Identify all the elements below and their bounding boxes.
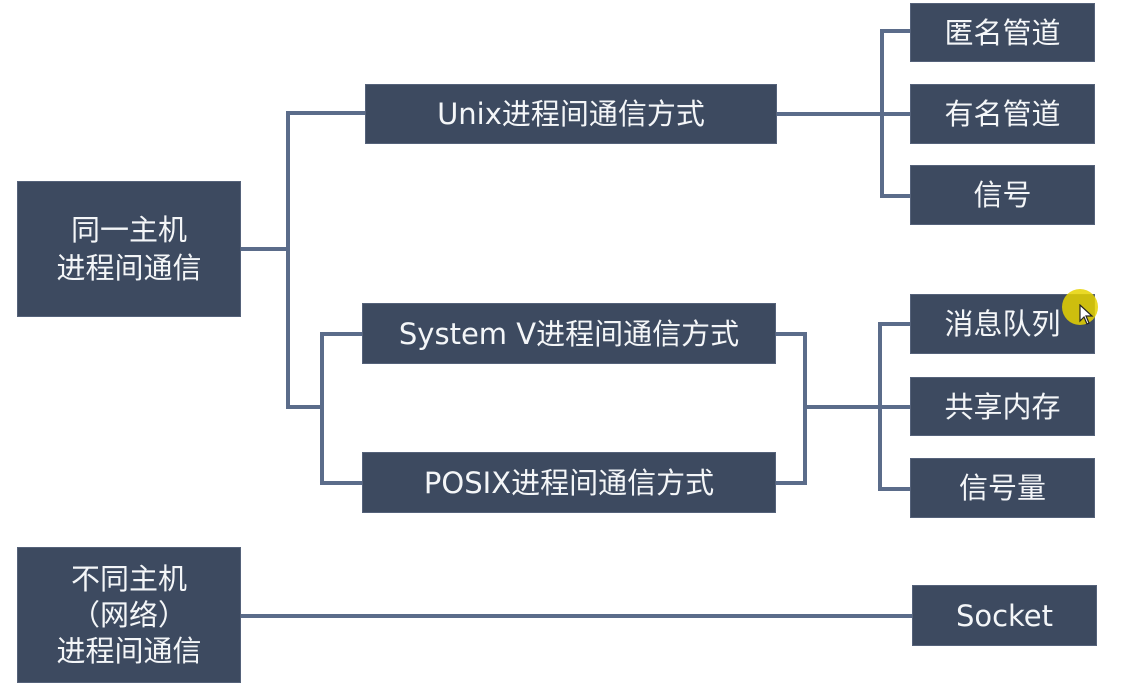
node-semaphore: 信号量 <box>910 458 1095 518</box>
connector-to-msg-queue <box>878 322 911 326</box>
connector-to-signal <box>880 194 911 198</box>
node-shared-memory: 共享内存 <box>910 377 1095 436</box>
connector-diff-host-to-socket <box>241 614 913 618</box>
node-named-pipe: 有名管道 <box>910 84 1095 144</box>
connector-to-posix <box>320 481 363 485</box>
mouse-pointer-icon <box>1079 304 1094 325</box>
connector-to-unix <box>286 111 366 115</box>
connector-systemv-out <box>776 332 807 336</box>
connector-unix-out <box>777 112 884 116</box>
node-posix-ipc: POSIX进程间通信方式 <box>362 452 776 513</box>
node-same-host-ipc: 同一主机 进程间通信 <box>17 181 241 317</box>
node-systemv-ipc: System V进程间通信方式 <box>362 303 776 364</box>
node-unix-ipc: Unix进程间通信方式 <box>365 84 777 144</box>
connector-to-sysv-posix-group <box>286 405 324 409</box>
connector-posix-out <box>776 481 807 485</box>
connector-sysv-posix-trunk <box>320 332 324 485</box>
connector-same-host-out <box>241 247 290 251</box>
node-different-host-ipc: 不同主机 （网络） 进程间通信 <box>17 547 241 683</box>
node-socket: Socket <box>912 585 1097 646</box>
connector-merge-out <box>803 405 880 409</box>
connector-same-host-trunk <box>286 111 290 409</box>
connector-to-anon-pipe <box>880 29 911 33</box>
node-anonymous-pipe: 匿名管道 <box>910 3 1095 62</box>
connector-to-named-pipe <box>880 112 911 116</box>
connector-to-systemv <box>320 332 363 336</box>
connector-to-shm <box>878 405 911 409</box>
connector-to-semaphore <box>878 487 911 491</box>
node-signal: 信号 <box>910 165 1095 225</box>
